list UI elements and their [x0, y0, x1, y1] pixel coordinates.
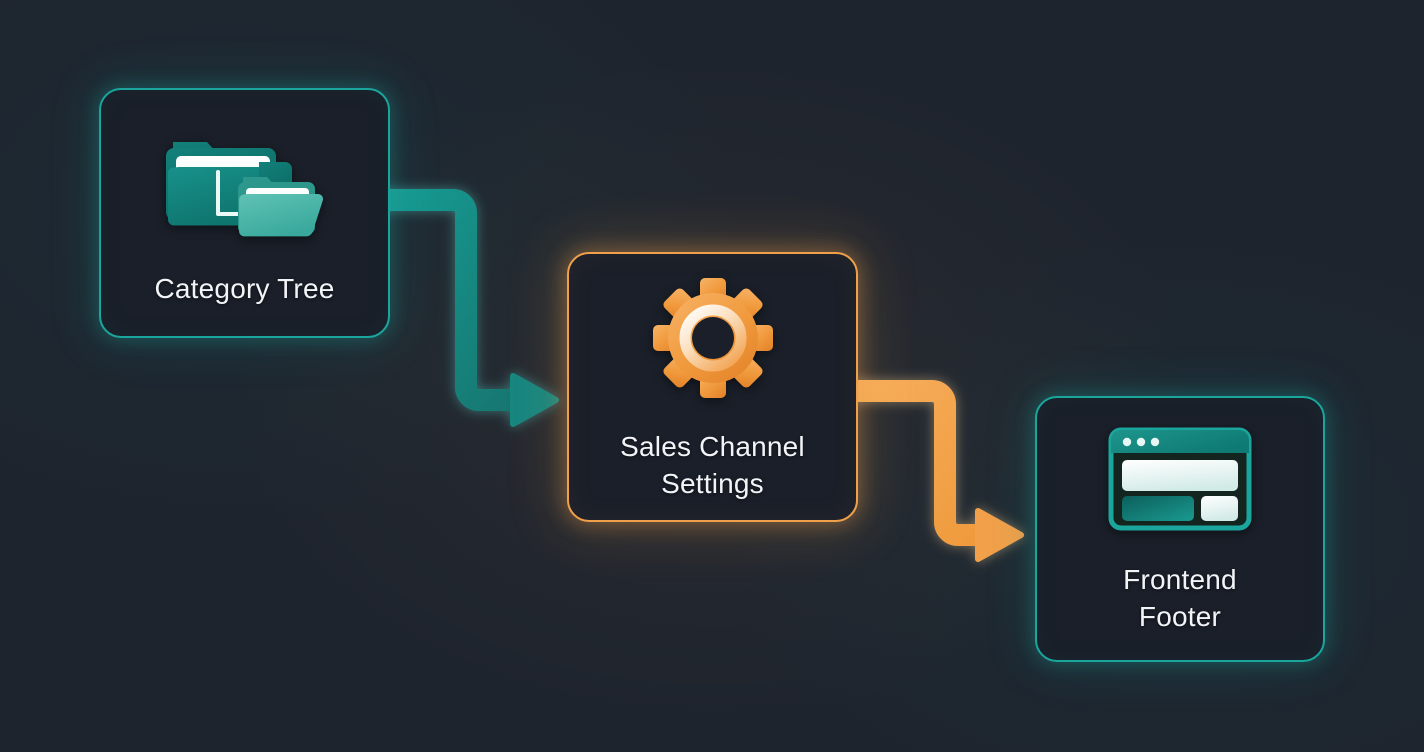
node-category-tree[interactable]: Category Tree	[99, 88, 390, 338]
folders-icon	[165, 141, 323, 236]
node-label-category-tree: Category Tree	[154, 272, 335, 304]
node-label-sales-channel-settings: Sales Channel Settings	[620, 431, 805, 499]
browser-window-icon	[1108, 427, 1252, 531]
node-label-frontend-footer: Frontend Footer	[1123, 564, 1237, 632]
node-frontend-footer[interactable]: Frontend Footer	[1035, 396, 1325, 662]
gear-icon	[652, 278, 773, 398]
connector-sales-channel-to-frontend-footer	[841, 380, 1024, 562]
node-sales-channel-settings[interactable]: Sales Channel Settings	[567, 252, 858, 522]
connector-category-tree-to-sales-channel	[373, 189, 559, 427]
